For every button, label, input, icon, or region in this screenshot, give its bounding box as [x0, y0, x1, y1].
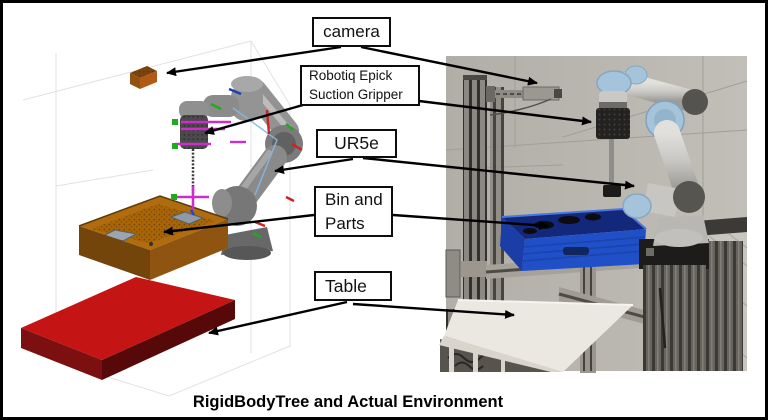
sim-table: [21, 277, 235, 380]
arrow-ur5e-photo: [362, 156, 635, 190]
photo-camera: [522, 86, 562, 101]
photo-equipment-box: [445, 249, 461, 298]
photo-skirting: [696, 217, 747, 238]
arrow-camera-photo: [360, 45, 538, 86]
photo-pedestal: [639, 239, 743, 371]
annotation-arrows: [163, 45, 635, 336]
photo-frame-joint: [461, 261, 487, 277]
sim-suction-gripper: [180, 115, 208, 149]
scene-graphics: [21, 40, 748, 397]
arrow-bin-photo: [392, 213, 549, 230]
label-table: Table: [314, 271, 392, 301]
sim-bin: [78, 195, 229, 280]
arrow-table-sim: [208, 300, 348, 336]
label-camera: camera: [312, 17, 391, 47]
arrow-gripper-photo: [418, 99, 592, 126]
photo-table: [439, 299, 634, 372]
sim-robot-arm: [172, 76, 303, 260]
label-bin-and-parts: Bin and Parts: [314, 186, 393, 237]
photo-view: [439, 56, 748, 373]
arrow-table-photo: [352, 302, 515, 319]
photo-camera-boom: [486, 86, 562, 116]
photo-robot-arm: [596, 65, 709, 247]
label-suction-gripper: Robotiq Epick Suction Gripper: [300, 65, 420, 106]
arrow-ur5e-sim: [274, 157, 354, 175]
figure-caption: RigidBodyTree and Actual Environment: [192, 393, 504, 411]
photo-bin: [500, 207, 647, 271]
label-ur5e: UR5e: [316, 129, 397, 158]
sim-camera-box: [130, 66, 157, 89]
arrow-bin-sim: [163, 213, 315, 236]
arrow-gripper-sim: [204, 103, 304, 135]
simulation-view: [21, 40, 303, 397]
arrow-camera-sim: [166, 45, 342, 77]
sim-tool-frame-marker: [171, 186, 209, 216]
photo-wrist-and-gripper: [596, 65, 648, 197]
